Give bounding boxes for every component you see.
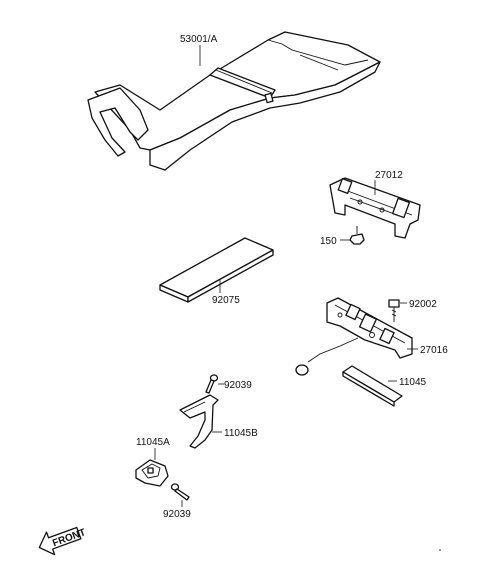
seat-hook-part-number: 27012 <box>375 170 403 181</box>
guide-part-number: 11045A <box>136 437 170 448</box>
bracket[interactable] <box>179 394 219 449</box>
rivet-lower-part-number: 92039 <box>163 509 191 520</box>
front-arrow-icon: FRONT <box>38 526 87 556</box>
hook-bolt[interactable] <box>349 226 365 245</box>
plate-part-number: 11045 <box>399 377 427 388</box>
lock-bolt[interactable] <box>388 299 400 322</box>
seat-lock[interactable] <box>295 297 413 376</box>
seat-hook[interactable] <box>329 177 421 239</box>
rivet-upper[interactable] <box>205 374 219 394</box>
lock-bolt-part-number: 92002 <box>409 299 437 310</box>
speck-mark <box>439 549 441 551</box>
rivet-upper-part-number: 92039 <box>224 380 252 391</box>
seat-lock-part-number: 27016 <box>420 345 448 356</box>
pad[interactable] <box>159 237 274 303</box>
seat-part-number: 53001/A <box>180 34 218 45</box>
pad-part-number: 92075 <box>212 295 240 306</box>
bracket-part-number: 11045B <box>224 428 258 439</box>
rivet-lower[interactable] <box>170 483 190 501</box>
hook-bolt-part-number: 150 <box>320 236 337 247</box>
seat[interactable] <box>87 31 381 171</box>
guide[interactable] <box>135 459 169 487</box>
plate[interactable] <box>342 365 403 407</box>
